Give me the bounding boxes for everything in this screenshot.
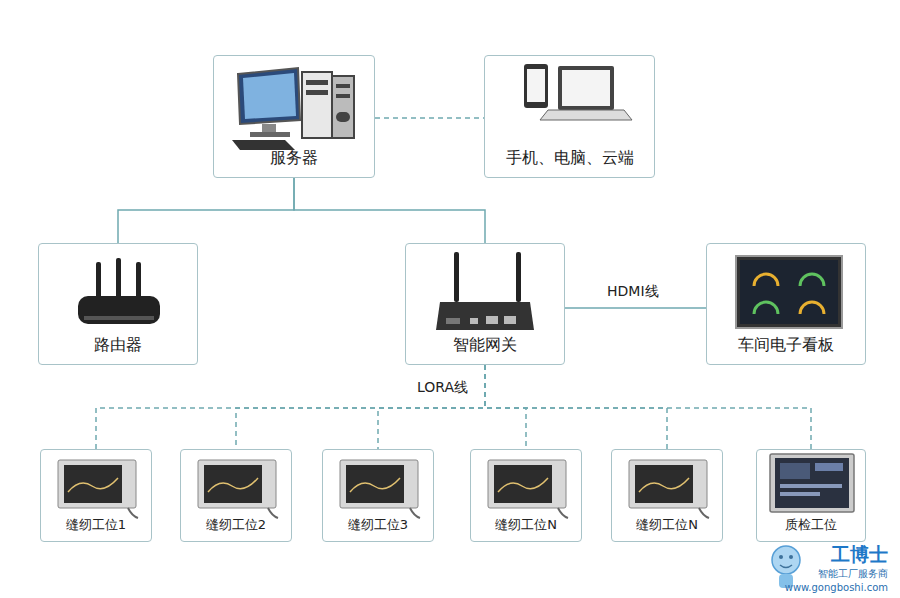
node-label: 智能网关 bbox=[406, 335, 564, 354]
connector bbox=[485, 365, 667, 449]
node-label: 车间电子看板 bbox=[707, 335, 865, 354]
connector bbox=[96, 365, 485, 449]
connector bbox=[118, 178, 294, 243]
station-box: 质检工位 bbox=[756, 449, 866, 542]
station-box: 缝纫工位N bbox=[611, 449, 723, 542]
connector bbox=[375, 117, 484, 119]
node-label: 缝纫工位3 bbox=[323, 517, 433, 533]
connector bbox=[294, 178, 485, 243]
node-label: 缝纫工位1 bbox=[41, 517, 151, 533]
edge-label: LORA线 bbox=[414, 379, 471, 397]
watermark-text: 智能工厂服务商 bbox=[818, 568, 888, 579]
devices-icon bbox=[524, 64, 632, 120]
device-box: 手机、电脑、云端 bbox=[484, 55, 655, 178]
gateway-icon bbox=[436, 252, 534, 330]
connector bbox=[565, 307, 706, 309]
node-label: 缝纫工位N bbox=[612, 517, 722, 533]
connector bbox=[485, 365, 526, 449]
node-label: 服务器 bbox=[214, 148, 374, 167]
station-box: 缝纫工位3 bbox=[322, 449, 434, 542]
node-label: 缝纫工位N bbox=[471, 517, 581, 533]
node-label: 缝纫工位2 bbox=[181, 517, 291, 533]
watermark-text: 工博士 bbox=[831, 544, 888, 565]
station-box: 缝纫工位2 bbox=[180, 449, 292, 542]
connector bbox=[378, 365, 485, 449]
quality-icon bbox=[770, 454, 854, 512]
connector bbox=[236, 365, 485, 449]
dashboard-icon bbox=[736, 256, 842, 328]
device-box: 车间电子看板 bbox=[706, 243, 866, 365]
computer-icon bbox=[232, 68, 354, 150]
node-label: 手机、电脑、云端 bbox=[485, 148, 654, 167]
edge-label: HDMI线 bbox=[604, 283, 662, 301]
node-label: 质检工位 bbox=[757, 517, 865, 533]
watermark-text: www.gongboshi.com bbox=[785, 582, 888, 593]
station-box: 缝纫工位N bbox=[470, 449, 582, 542]
station-box: 缝纫工位1 bbox=[40, 449, 152, 542]
node-label: 路由器 bbox=[39, 335, 197, 354]
device-box: 路由器 bbox=[38, 243, 198, 365]
mascot-watermark bbox=[772, 546, 800, 588]
connector bbox=[485, 365, 811, 449]
router-icon bbox=[78, 258, 160, 324]
device-box: 服务器 bbox=[213, 55, 375, 178]
device-box: 智能网关 bbox=[405, 243, 565, 365]
